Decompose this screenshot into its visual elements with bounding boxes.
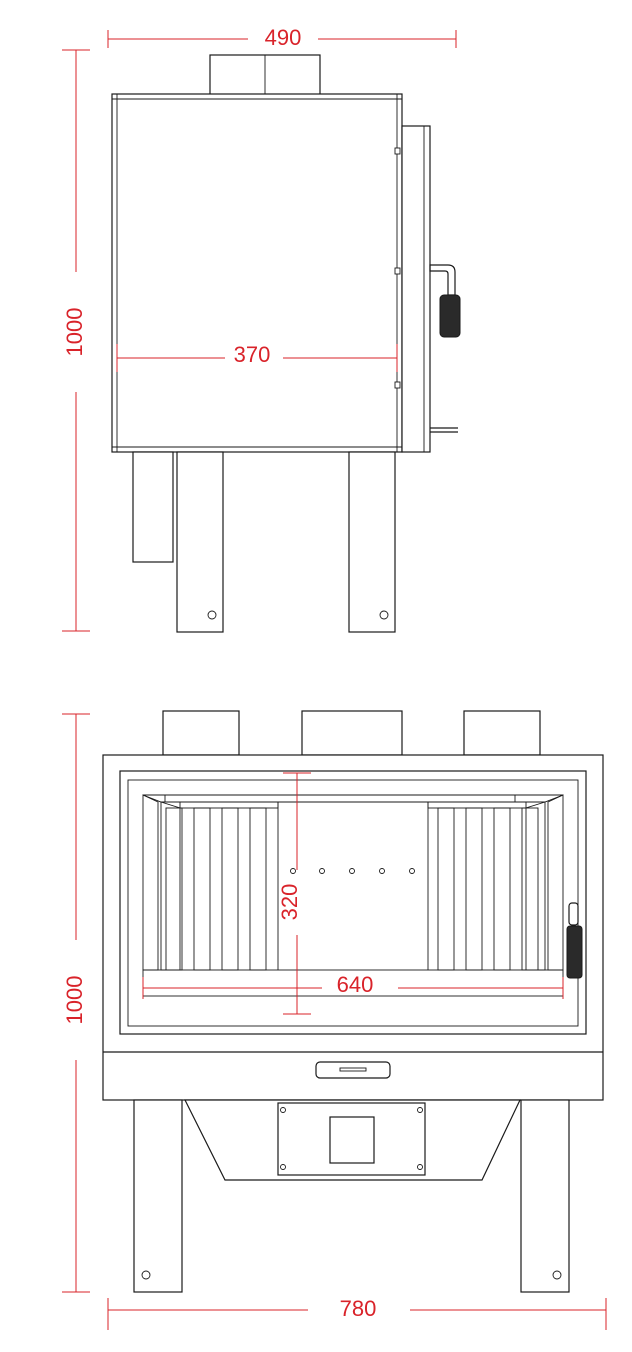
front-flue-right — [463, 710, 541, 756]
side-ash-duct — [132, 451, 174, 563]
front-width-label: 780 — [340, 1296, 377, 1321]
side-dimensions: 490 1000 370 — [62, 25, 457, 632]
front-firebricks-left — [142, 794, 279, 971]
front-handle — [566, 902, 583, 979]
front-flue-left — [162, 710, 240, 756]
front-view — [102, 710, 604, 1293]
ash-drawer-handle — [315, 1061, 391, 1079]
front-inlet-plate — [277, 1102, 426, 1176]
front-dimensions: 1000 320 640 780 — [62, 713, 607, 1330]
side-leg-left — [176, 451, 224, 633]
front-leg-left — [133, 1099, 183, 1293]
front-flue-center — [301, 710, 403, 756]
side-width-label: 490 — [265, 25, 302, 50]
front-height-label: 1000 — [62, 976, 87, 1025]
side-leg-right — [348, 451, 396, 633]
side-door-frame — [401, 125, 431, 453]
side-view — [111, 54, 461, 633]
side-body — [111, 93, 403, 453]
side-height-label: 1000 — [62, 308, 87, 357]
side-handle — [429, 264, 461, 338]
side-depth-label: 370 — [234, 342, 271, 367]
front-air-holes — [290, 868, 415, 874]
front-opening-width-label: 640 — [337, 972, 374, 997]
front-glass — [127, 779, 579, 1027]
front-leg-right — [520, 1099, 570, 1293]
front-opening-height-label: 320 — [277, 884, 302, 921]
